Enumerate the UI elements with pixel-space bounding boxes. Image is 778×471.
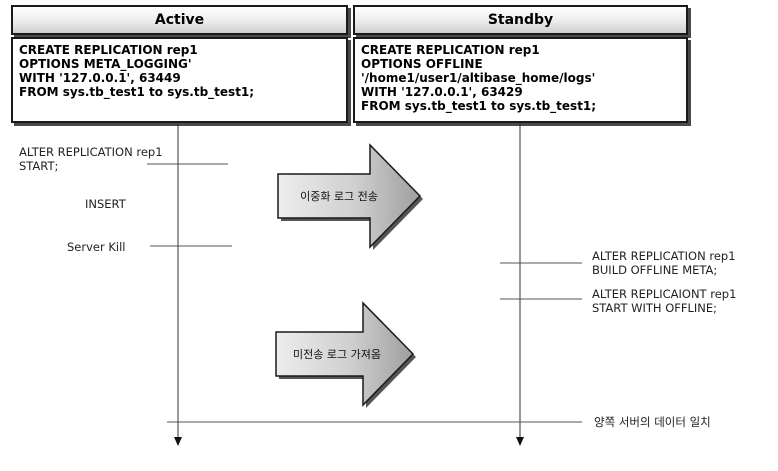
active-title: Active: [154, 12, 205, 28]
standby-sql-line: CREATE REPLICATION rep1: [361, 43, 540, 57]
standby-build-line: BUILD OFFLINE META;: [592, 263, 718, 277]
active-start-note: ALTER REPLICATION rep1 START;: [19, 145, 163, 173]
standby-sql-line: FROM sys.tb_test1 to sys.tb_test1;: [361, 99, 597, 113]
active-start-line: ALTER REPLICATION rep1: [19, 145, 163, 159]
standby-start-line: ALTER REPLICAIONT rep1: [592, 287, 737, 301]
standby-header: Standby: [353, 5, 688, 35]
standby-title: Standby: [487, 12, 554, 28]
standby-start-line: START WITH OFFLINE;: [592, 301, 718, 315]
log-fetch-label: 미전송 로그 가져옴: [293, 348, 381, 361]
active-kill-note: Server Kill: [67, 240, 126, 254]
standby-create-sql-box: CREATE REPLICATION rep1 OPTIONS OFFLINE …: [353, 37, 688, 123]
active-sql-line: WITH '127.0.0.1', 63449: [19, 71, 181, 85]
standby-sql-line: '/home1/user1/altibase_home/logs': [361, 71, 596, 85]
active-insert-note: INSERT: [85, 197, 126, 211]
active-sql-line: CREATE REPLICATION rep1: [19, 43, 198, 57]
standby-sql-line: WITH '127.0.0.1', 63429: [361, 85, 523, 99]
standby-start-note: ALTER REPLICAIONT rep1 START WITH OFFLIN…: [592, 287, 736, 315]
standby-build-note: ALTER REPLICATION rep1 BUILD OFFLINE MET…: [592, 249, 736, 277]
log-send-arrow: [277, 143, 422, 249]
active-create-sql-box: CREATE REPLICATION rep1 OPTIONS META_LOG…: [11, 37, 348, 123]
standby-sql-line: OPTIONS OFFLINE: [361, 57, 483, 71]
active-sql-line: FROM sys.tb_test1 to sys.tb_test1;: [19, 85, 255, 99]
active-lifeline-arrowhead: [174, 437, 182, 446]
data-sync-note: 양쪽 서버의 데이터 일치: [594, 415, 711, 429]
standby-lifeline-arrowhead: [516, 437, 524, 446]
log-send-label: 이중화 로그 전송: [300, 190, 378, 203]
active-header: Active: [11, 5, 348, 35]
active-sql-line: OPTIONS META_LOGGING': [19, 57, 192, 71]
log-fetch-arrow: [275, 301, 415, 407]
standby-build-line: ALTER REPLICATION rep1: [592, 249, 736, 263]
active-start-line: START;: [19, 159, 59, 173]
